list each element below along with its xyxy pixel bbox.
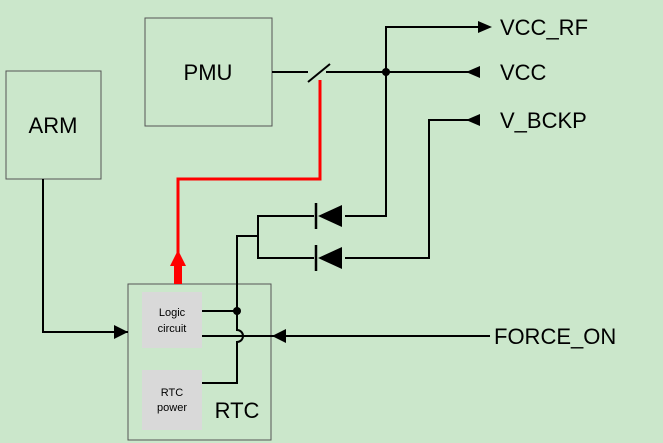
logic-circuit-label-line2: circuit (158, 323, 187, 335)
rtc-supply-wire (202, 235, 258, 384)
arm-block: ARM (5, 70, 102, 180)
diode-v-bckp (314, 245, 342, 271)
vcc-arrow-icon (466, 66, 480, 78)
rtc-power-label-line1: RTC (161, 387, 183, 399)
vcc-rf-wire (385, 26, 478, 72)
diode-bus-wire (257, 215, 314, 259)
logic-junction (233, 307, 241, 315)
vcc-to-diode-wire (345, 72, 387, 217)
vcc-rf-label: VCC_RF (500, 15, 588, 40)
v-bckp-arrow-icon (466, 114, 480, 126)
rtc-power-block: RTC power (142, 370, 202, 430)
pmu-block: PMU (144, 17, 273, 127)
vcc-rf-arrow-icon (478, 21, 492, 33)
diode-vcc (314, 203, 342, 229)
power-switch (307, 63, 331, 83)
arm-arrow-icon (114, 325, 128, 339)
force-on-label: FORCE_ON (494, 324, 616, 349)
arm-to-logic-wire (42, 179, 128, 333)
logic-circuit-label-line1: Logic (159, 307, 186, 319)
force-on-arrow-icon (272, 329, 286, 343)
wires (42, 26, 490, 384)
pmu-label: PMU (184, 60, 233, 85)
control-arrow-icon (170, 250, 186, 266)
rtc-label: RTC (215, 398, 260, 423)
v-bckp-label: V_BCKP (500, 108, 587, 133)
vcc-label: VCC (500, 60, 547, 85)
v-bckp-wire (345, 119, 478, 259)
rtc-power-label-line2: power (157, 402, 187, 414)
arm-label: ARM (29, 113, 78, 138)
vcc-junction (382, 68, 390, 76)
switch-control-path (170, 80, 322, 284)
logic-circuit-block: Logic circuit (142, 292, 202, 348)
